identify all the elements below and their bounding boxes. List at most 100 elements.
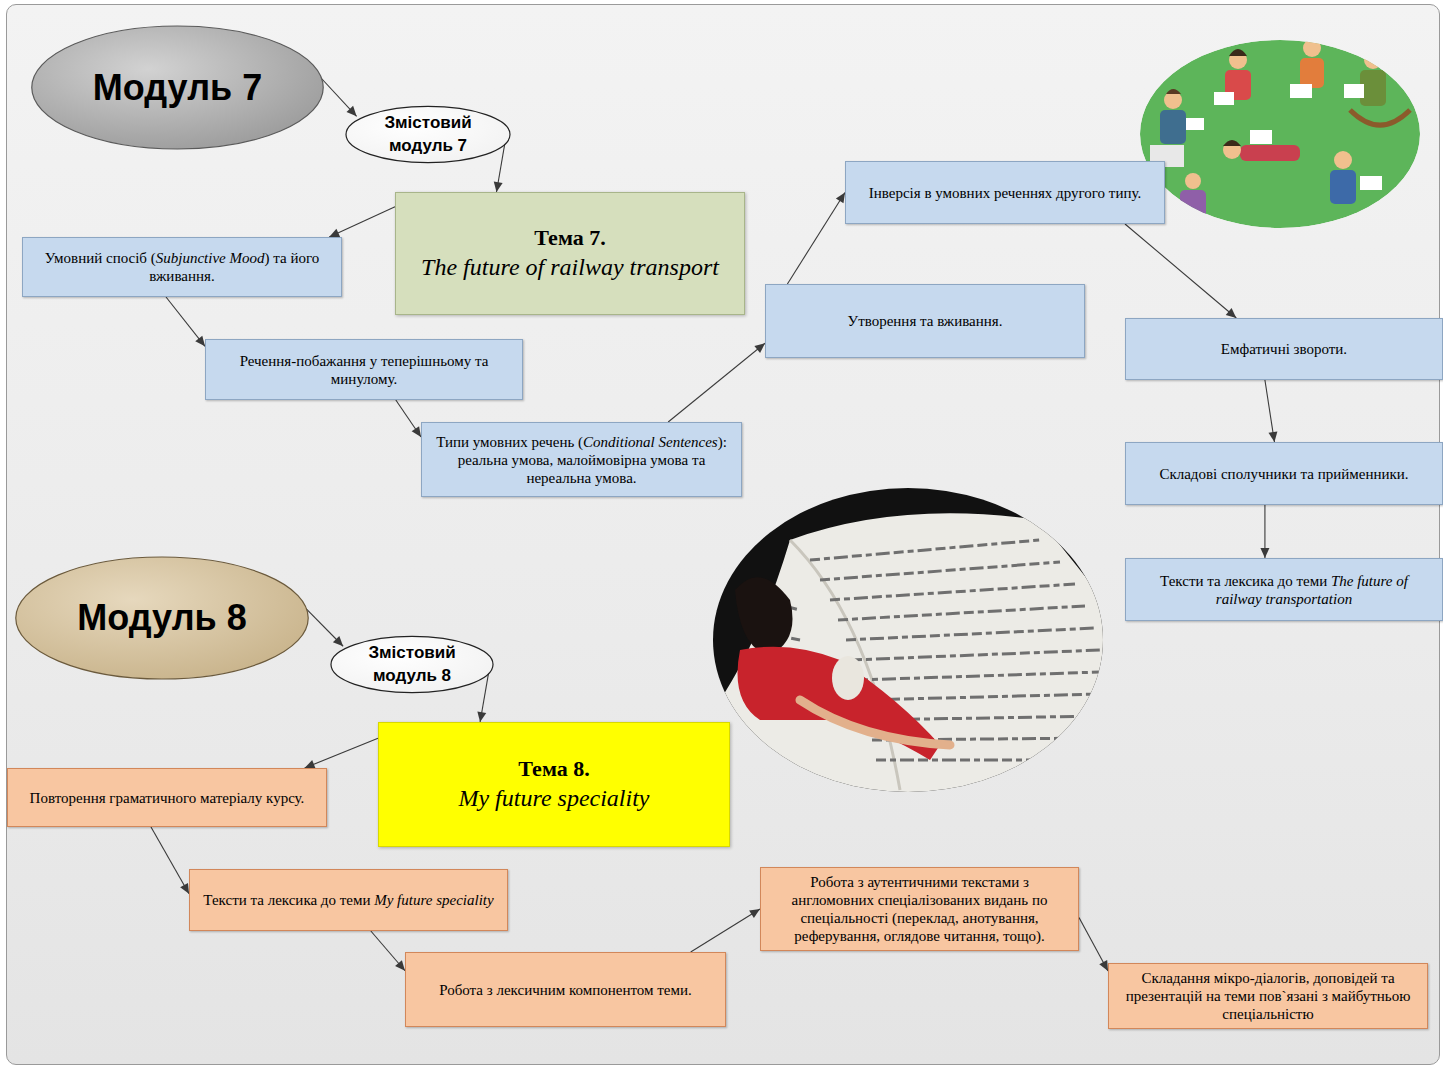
book-page: [720, 513, 1120, 820]
connector-line: [321, 78, 357, 117]
person: [1290, 39, 1324, 98]
node-text: Типи умовних речень (Conditional Sentenc…: [432, 433, 731, 487]
content-box: Інверсія в умовних реченнях другого типу…: [845, 161, 1165, 224]
arrow-head: [494, 181, 503, 192]
content-box: Робота з лексичним компонентом теми.: [405, 952, 726, 1027]
topic-box: Тема 7.The future of railway transport: [395, 192, 745, 315]
arrow-connector: [1265, 380, 1277, 442]
arrow-connector: [1125, 224, 1236, 318]
content-box: Робота з аутентичними текстами з англомо…: [760, 867, 1079, 951]
content-box: Складання мікро-діалогів, доповідей та п…: [1108, 963, 1428, 1029]
connector-line: [1125, 224, 1236, 318]
content-box: Умовний спосіб (Subjunctive Mood) та йог…: [22, 237, 342, 297]
arrow-connector: [166, 297, 205, 346]
node-text: The future of railway transport: [421, 252, 719, 283]
node-text: Речення-побажання у теперішньому та мину…: [216, 352, 512, 388]
connector-line: [1079, 917, 1108, 971]
connector-line: [329, 207, 395, 237]
arrow-connector: [668, 343, 765, 422]
arrow-head: [395, 960, 405, 971]
ellipse-node: Змістовий модуль 8: [330, 636, 494, 693]
content-box: Емфатичні звороти.: [1125, 318, 1443, 380]
arrow-connector: [396, 400, 421, 437]
ellipse-shape: [346, 106, 510, 162]
people-illustration: [1140, 39, 1420, 228]
topic-heading: Тема 7.: [534, 224, 605, 253]
ellipse-node: Модуль 8: [14, 556, 310, 680]
reading-photo: [700, 480, 1120, 820]
node-text: My future speciality: [458, 783, 649, 814]
ellipse-shape: [331, 636, 493, 692]
arrow-connector: [305, 738, 378, 768]
connector-line: [787, 193, 845, 285]
node-text: Змістовий модуль 7: [373, 112, 483, 156]
content-box: Тексти та лексика до теми My future spec…: [189, 869, 508, 931]
node-text: Модуль 7: [93, 68, 262, 108]
node-text: Утворення та вживання.: [848, 312, 1003, 330]
girl-figure: [735, 577, 950, 760]
node-text: Тексти та лексика до теми My future spec…: [203, 891, 493, 909]
node-text: Умовний спосіб (Subjunctive Mood) та йог…: [33, 249, 331, 285]
person: [1344, 50, 1410, 125]
node-text: Складання мікро-діалогів, доповідей та п…: [1119, 969, 1417, 1023]
arrow-head: [1260, 548, 1269, 558]
arrow-connector: [151, 827, 189, 894]
person: [1223, 130, 1300, 161]
arrow-connector: [787, 193, 845, 285]
ellipse-node: Модуль 7: [30, 25, 325, 150]
arrow-connector: [1260, 505, 1269, 558]
arrow-head: [333, 636, 343, 646]
content-box: Утворення та вживання.: [765, 284, 1085, 358]
connector-line: [371, 931, 405, 971]
node-text: Змістовий модуль 8: [358, 642, 466, 686]
node-text: Емфатичні звороти.: [1221, 340, 1347, 358]
ellipse-shape: [32, 26, 323, 149]
person: [1150, 89, 1204, 167]
arrow-head: [412, 426, 421, 437]
green-ground: [1140, 40, 1420, 228]
arrow-connector: [306, 608, 344, 646]
arrow-connector: [329, 207, 395, 237]
connector-line: [306, 608, 344, 646]
content-box: Речення-побажання у теперішньому та мину…: [205, 339, 523, 400]
arrow-connector: [691, 909, 760, 952]
node-text: Інверсія в умовних реченнях другого типу…: [869, 184, 1141, 202]
connector-line: [166, 297, 205, 346]
node-text: Робота з лексичним компонентом теми.: [439, 981, 692, 999]
arrow-connector: [321, 78, 357, 117]
arrow-head: [1268, 431, 1277, 442]
connector-line: [668, 343, 765, 422]
node-text: Тексти та лексика до теми The future of …: [1136, 572, 1432, 608]
ellipse-node: Змістовий модуль 7: [345, 106, 511, 163]
arrow-head: [477, 711, 486, 722]
connector-line: [305, 738, 378, 768]
arrow-head: [329, 229, 340, 237]
arrow-head: [347, 106, 357, 116]
arrow-connector: [371, 931, 405, 971]
content-box: Тексти та лексика до теми The future of …: [1125, 558, 1443, 621]
arrow-head: [836, 193, 845, 204]
node-text: Повторення граматичного матеріалу курсу.: [30, 789, 305, 807]
person: [1214, 49, 1251, 105]
arrow-head: [1099, 960, 1108, 971]
ellipse-shape: [16, 557, 308, 679]
content-box: Повторення граматичного матеріалу курсу.: [7, 768, 327, 827]
connector-line: [691, 909, 760, 952]
node-text: Робота з аутентичними текстами з англомо…: [771, 873, 1068, 945]
connector-line: [396, 400, 421, 437]
content-box: Типи умовних речень (Conditional Sentenc…: [421, 422, 742, 497]
arrow-head: [180, 883, 189, 894]
person: [1180, 151, 1382, 218]
content-box: Складові сполучники та прийменники.: [1125, 442, 1443, 505]
arrow-head: [1226, 308, 1237, 318]
topic-heading: Тема 8.: [518, 755, 589, 784]
arrow-head: [749, 909, 760, 918]
arrow-head: [195, 336, 205, 347]
node-text: Складові сполучники та прийменники.: [1159, 465, 1408, 483]
topic-box: Тема 8.My future speciality: [378, 722, 730, 847]
arrow-head: [754, 343, 765, 353]
arrow-connector: [1079, 917, 1108, 971]
connector-line: [151, 827, 189, 894]
node-text: Модуль 8: [77, 598, 246, 638]
